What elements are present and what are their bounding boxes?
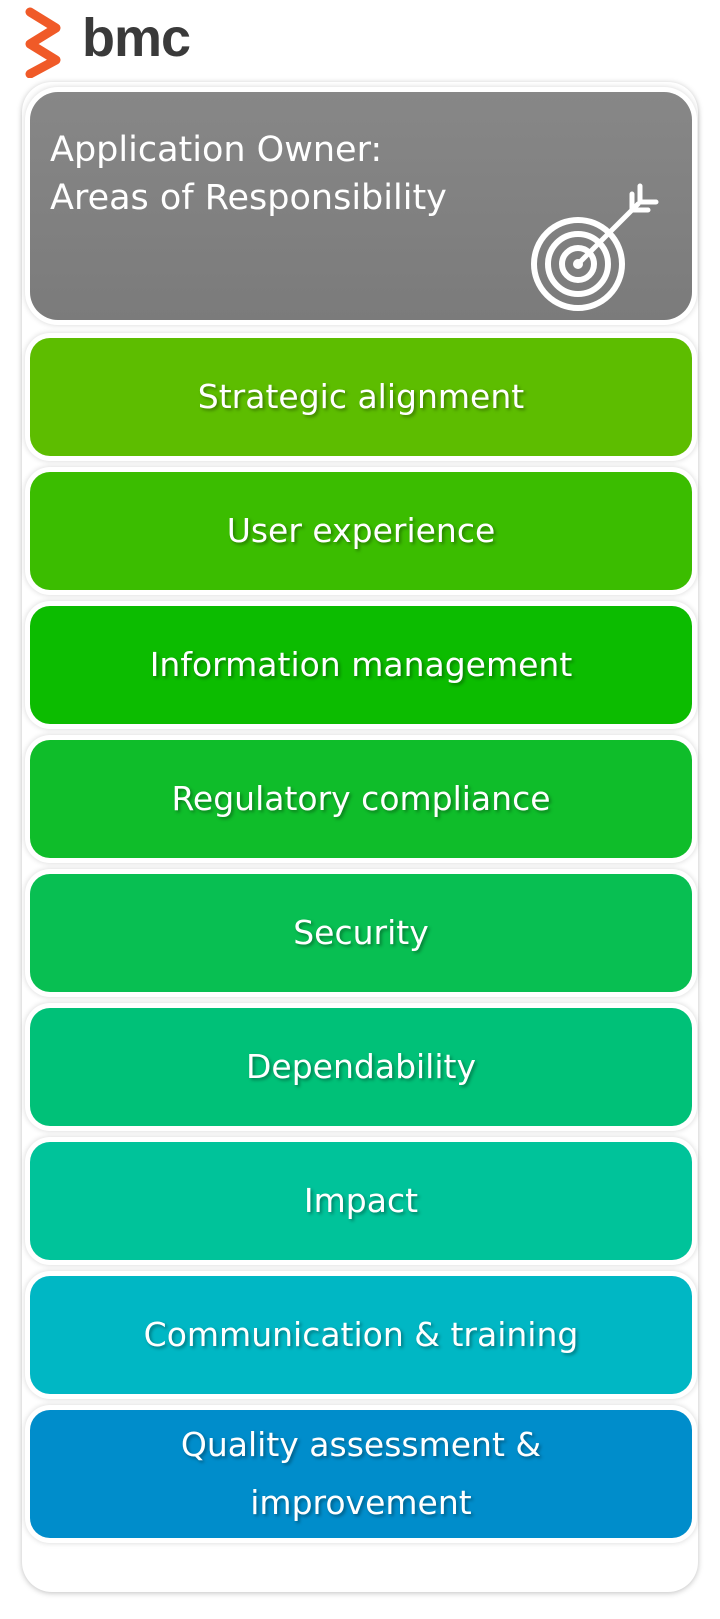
- area-block: Communication & training: [30, 1276, 692, 1394]
- area-label: Information management: [149, 645, 573, 684]
- area-block: Information management: [30, 606, 692, 724]
- logo-text: bmc: [82, 8, 191, 68]
- area-label: Quality assessment & improvement: [180, 1425, 542, 1522]
- area-label: User experience: [226, 511, 496, 550]
- header-title: Application Owner: Areas of Responsibili…: [50, 130, 447, 218]
- header-panel: Application Owner: Areas of Responsibili…: [30, 92, 692, 320]
- area-block: Security: [30, 874, 692, 992]
- area-block: Dependability: [30, 1008, 692, 1126]
- area-block: Impact: [30, 1142, 692, 1260]
- area-label: Communication & training: [143, 1315, 579, 1354]
- area-block: User experience: [30, 472, 692, 590]
- area-label: Security: [293, 913, 429, 952]
- bmc-chevron-icon: [25, 7, 61, 78]
- bmc-logo: bmc: [22, 6, 212, 78]
- area-block: Regulatory compliance: [30, 740, 692, 858]
- target-arrow-icon: [531, 183, 659, 311]
- area-label: Dependability: [246, 1047, 476, 1086]
- area-label: Regulatory compliance: [171, 779, 551, 818]
- area-label: Impact: [303, 1181, 419, 1220]
- area-label: Strategic alignment: [197, 377, 525, 416]
- area-block: Strategic alignment: [30, 338, 692, 456]
- area-block: Quality assessment & improvement: [30, 1410, 692, 1538]
